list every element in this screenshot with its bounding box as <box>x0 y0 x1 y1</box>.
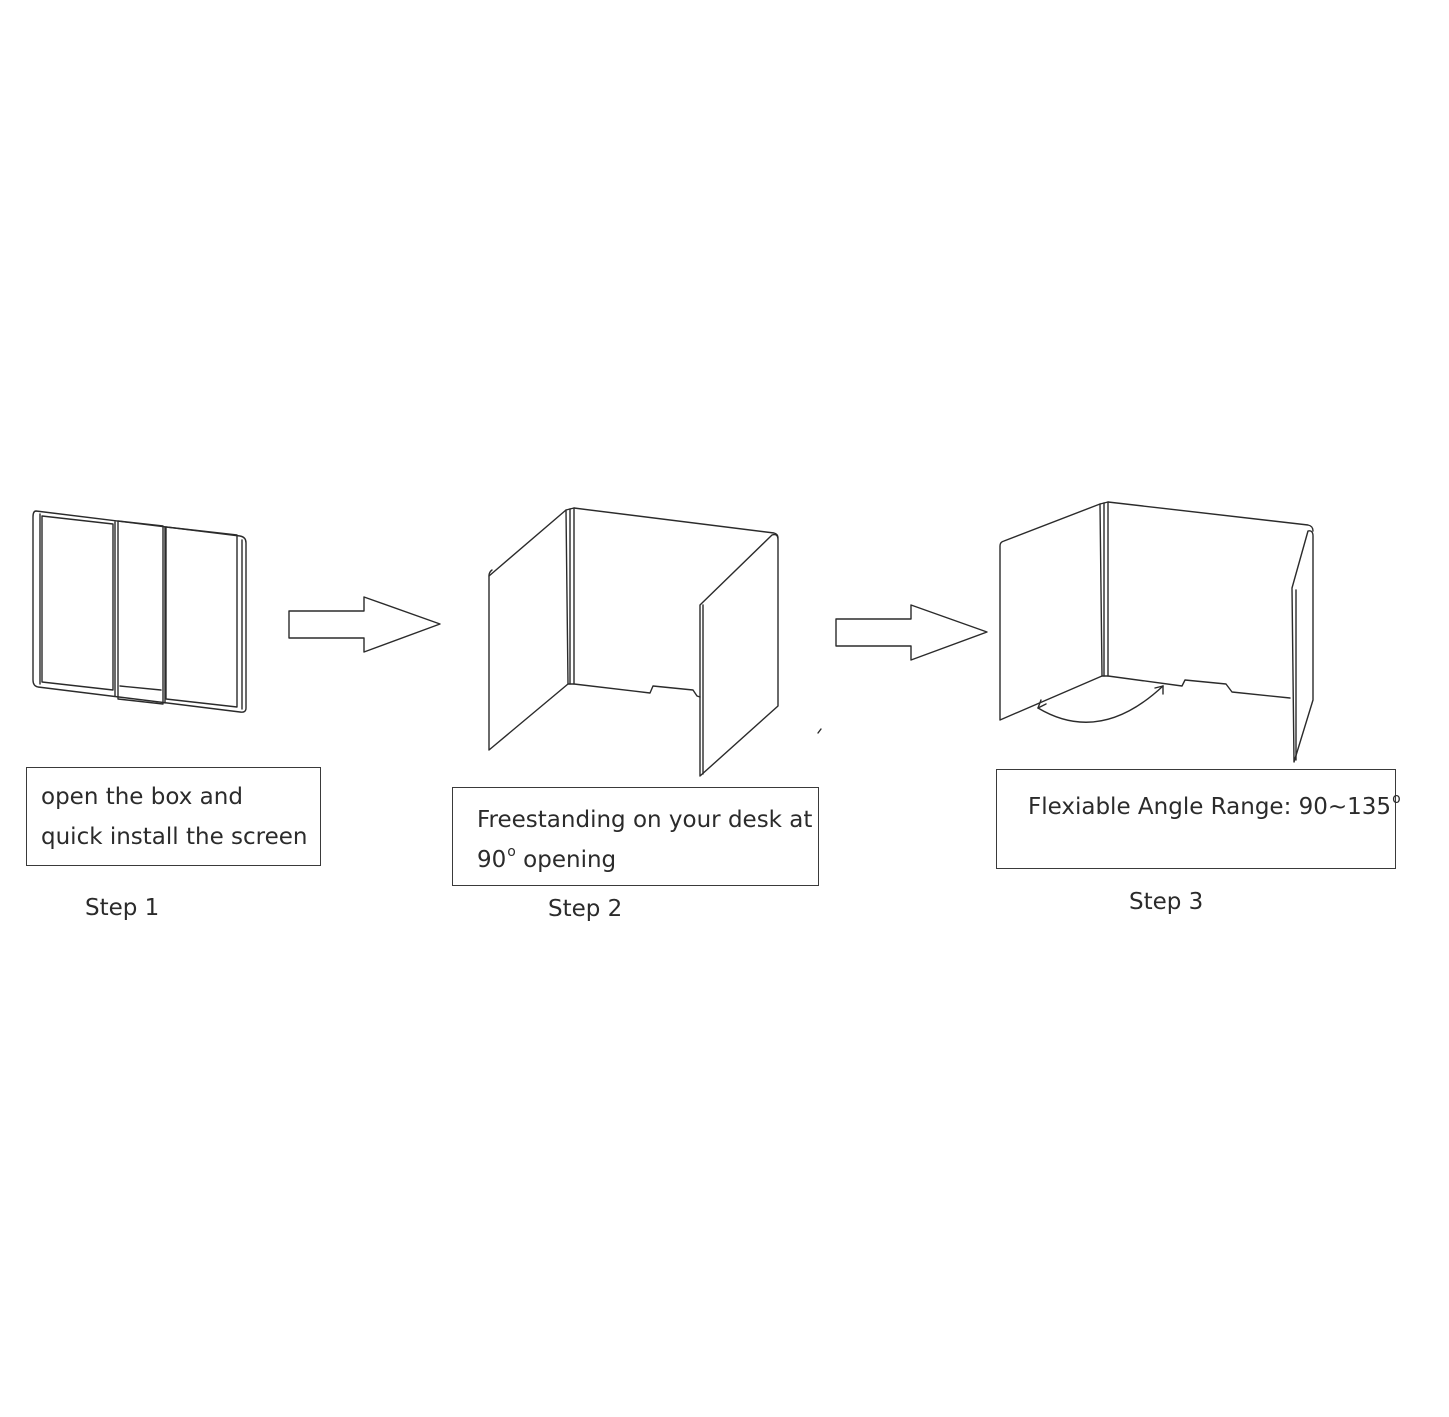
step-3-caption-line: Flexiable Angle Range: 90~135o <box>1028 787 1401 830</box>
step-1-caption-line-1: open the box and <box>41 784 243 810</box>
step-1-caption-line-2: quick install the screen <box>41 824 308 850</box>
step-3-caption-text: Flexiable Angle Range: 90~135 <box>1028 794 1392 820</box>
step-3-label: Step 3 <box>1129 889 1204 915</box>
folded-screen-illustration <box>32 510 247 713</box>
step-2-caption-line-2: 90o opening <box>477 840 818 883</box>
adjustable-angle-screen-illustration <box>999 501 1314 763</box>
step-1-label: Step 1 <box>85 895 160 921</box>
step-3-caption-box: Flexiable Angle Range: 90~135o <box>996 769 1401 869</box>
step-1-caption-box: open the box and quick install the scree… <box>26 767 321 866</box>
step-2-caption-box: Freestanding on your desk at 90o opening <box>452 787 819 886</box>
arrow-right-icon <box>835 604 988 661</box>
freestanding-screen-illustration <box>488 507 822 777</box>
degree-symbol: o <box>1392 791 1401 807</box>
degree-symbol: o <box>507 844 516 860</box>
step-2-angle-value: 90 <box>477 847 507 873</box>
step-2-caption-rest: opening <box>515 847 617 873</box>
step-2-label: Step 2 <box>548 896 623 922</box>
arrow-right-icon <box>288 596 441 653</box>
step-2-caption-line-1: Freestanding on your desk at <box>477 807 813 833</box>
